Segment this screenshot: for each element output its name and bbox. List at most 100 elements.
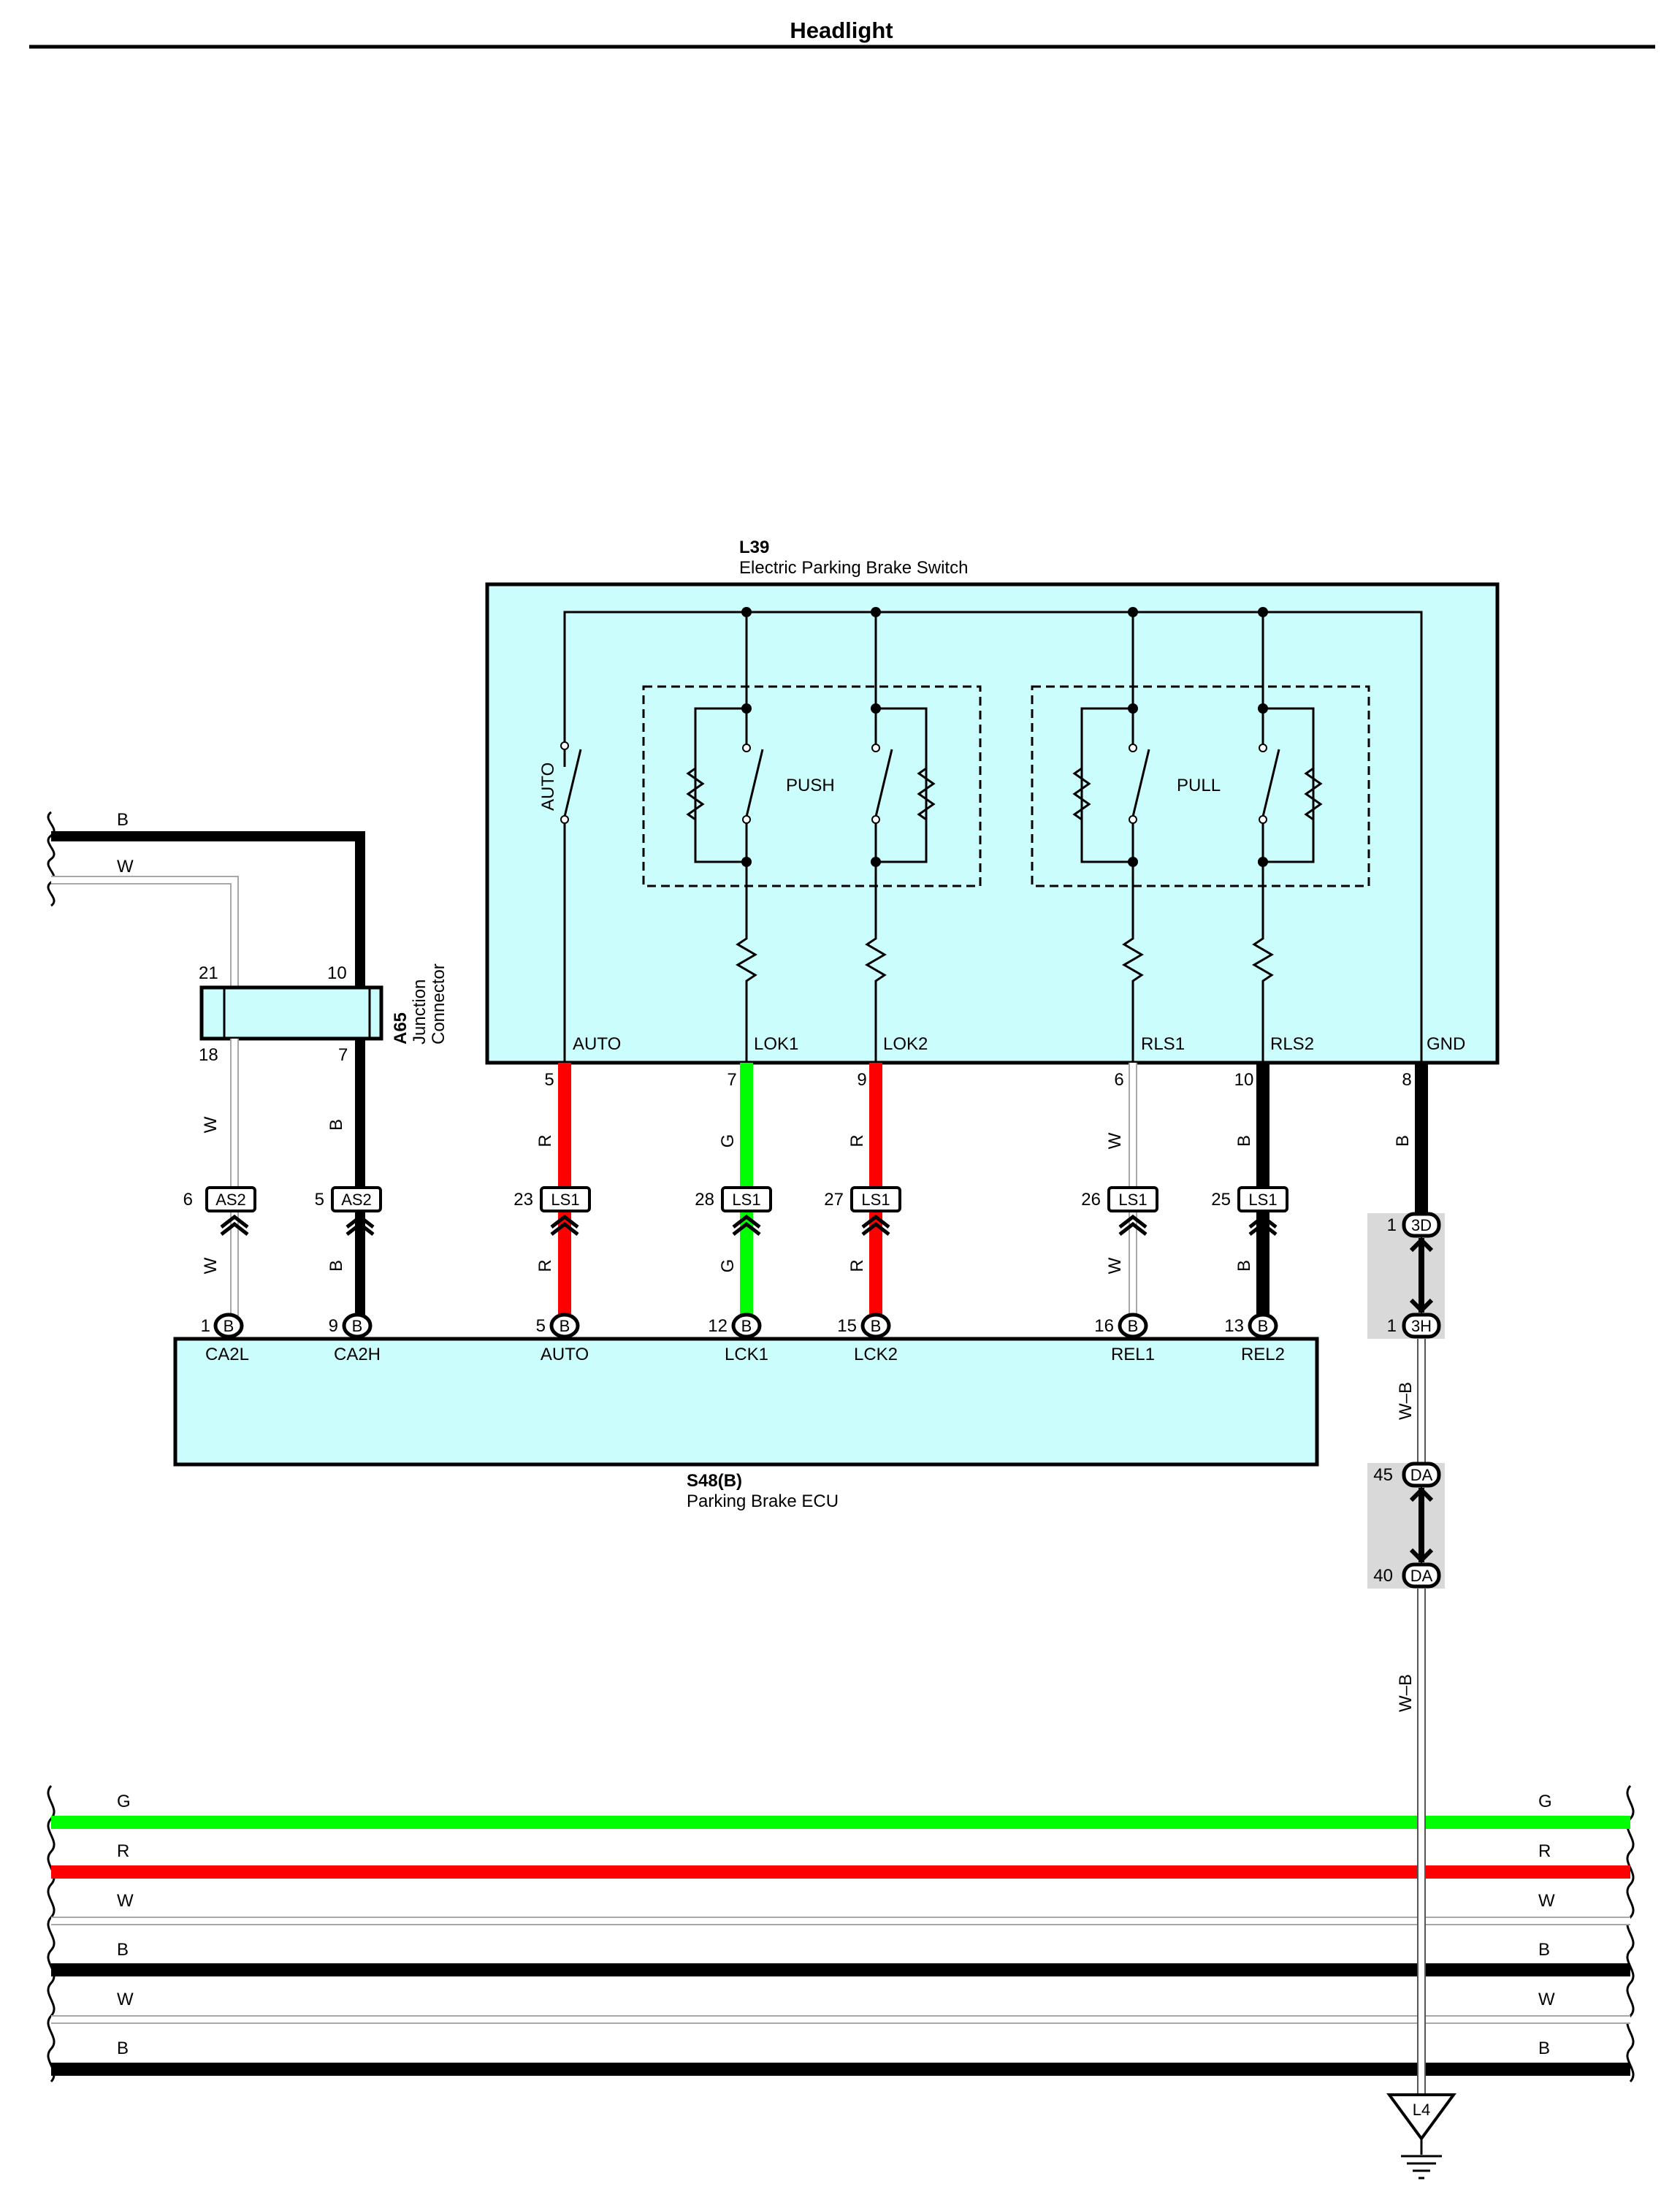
ground-triangle xyxy=(1386,2093,1456,2142)
svg-text:B: B xyxy=(327,1260,346,1272)
svg-text:3H: 3H xyxy=(1411,1317,1432,1335)
svg-text:1: 1 xyxy=(1387,1316,1397,1336)
lok2-switch-circuit xyxy=(865,607,936,1063)
switch-module-box xyxy=(485,582,1500,1065)
svg-text:R: R xyxy=(535,1134,555,1147)
svg-text:B: B xyxy=(1538,1940,1550,1960)
svg-text:16: 16 xyxy=(1094,1316,1114,1336)
svg-text:AS2: AS2 xyxy=(341,1191,372,1209)
ecu-code: S48(B) xyxy=(687,1471,742,1491)
svg-text:REL2: REL2 xyxy=(1241,1345,1285,1364)
connector-ls1-28: LS1 28 xyxy=(695,1186,772,1236)
svg-text:6: 6 xyxy=(183,1190,193,1210)
switch-module-code: L39 xyxy=(739,538,769,557)
svg-text:LS1: LS1 xyxy=(1118,1191,1147,1209)
auto-switch-label: AUTO xyxy=(538,763,558,811)
junction-name-line2: Connector xyxy=(429,963,448,1044)
svg-text:G: G xyxy=(718,1134,738,1148)
svg-text:W: W xyxy=(1105,1257,1125,1274)
svg-text:5: 5 xyxy=(536,1316,546,1336)
parking-brake-ecu: S48(B) Parking Brake ECU B B B B B B B 1… xyxy=(173,1313,1319,1511)
connector-ls1-23: LS1 23 xyxy=(513,1186,591,1236)
svg-text:40: 40 xyxy=(1373,1566,1393,1586)
svg-text:23: 23 xyxy=(513,1190,533,1210)
page-title: Headlight xyxy=(790,18,893,43)
svg-text:3D: 3D xyxy=(1411,1216,1432,1234)
svg-text:27: 27 xyxy=(824,1190,844,1210)
junction-name-line1: Junction xyxy=(410,979,429,1044)
junction-pin-18: 18 xyxy=(199,1045,218,1065)
svg-text:CA2H: CA2H xyxy=(334,1345,381,1364)
connector-as2-5: AS2 5 xyxy=(315,1186,382,1236)
svg-text:LS1: LS1 xyxy=(861,1191,890,1209)
ecu-name: Parking Brake ECU xyxy=(687,1491,839,1511)
svg-text:G: G xyxy=(1538,1792,1552,1811)
svg-text:45: 45 xyxy=(1373,1465,1393,1485)
svg-text:1: 1 xyxy=(1387,1215,1397,1235)
svg-text:R: R xyxy=(535,1259,555,1272)
switch-module: L39 Electric Parking Brake Switch AUTO P… xyxy=(485,538,1500,1065)
junction-connector-box xyxy=(199,985,383,1041)
svg-text:LS1: LS1 xyxy=(551,1191,579,1209)
svg-text:B: B xyxy=(1128,1317,1139,1335)
junction-pin-10: 10 xyxy=(327,963,347,983)
svg-text:6: 6 xyxy=(1114,1070,1123,1090)
switch-module-name: Electric Parking Brake Switch xyxy=(739,558,968,578)
svg-text:B: B xyxy=(871,1317,882,1335)
svg-text:12: 12 xyxy=(708,1316,728,1336)
svg-text:AUTO: AUTO xyxy=(541,1345,589,1364)
left-incoming-wires: B W xyxy=(47,810,365,987)
junction-pin-7: 7 xyxy=(338,1045,348,1065)
svg-text:W: W xyxy=(201,1257,221,1274)
svg-text:LCK1: LCK1 xyxy=(725,1345,768,1364)
svg-text:W: W xyxy=(1538,1990,1555,2009)
svg-text:B: B xyxy=(1234,1135,1254,1147)
wire-color-labels: W B R G R W B B W B R G R W B xyxy=(201,1116,1413,1274)
svg-text:R: R xyxy=(117,1841,129,1861)
svg-text:R: R xyxy=(847,1259,867,1272)
gnd-lower-color: W–B xyxy=(1396,1674,1416,1712)
svg-text:B: B xyxy=(117,2039,129,2058)
connector-ls1-27: LS1 27 xyxy=(824,1186,901,1236)
bus-wires: G R W B W B G R W B W B xyxy=(47,1784,1635,2083)
svg-text:28: 28 xyxy=(695,1190,714,1210)
connector-ls1-25: LS1 25 xyxy=(1211,1186,1288,1236)
svg-text:W: W xyxy=(117,1990,134,2009)
svg-text:26: 26 xyxy=(1081,1190,1101,1210)
rls1-switch-circuit xyxy=(1072,607,1150,1063)
connector-3h: 3H 1 xyxy=(1387,1313,1441,1339)
ground-code: L4 xyxy=(1413,2101,1430,2119)
connector-3d: 3D 1 xyxy=(1387,1212,1441,1238)
svg-text:B: B xyxy=(741,1317,752,1335)
gnd-mid-color: W–B xyxy=(1396,1382,1416,1420)
svg-text:25: 25 xyxy=(1211,1190,1231,1210)
svg-text:5: 5 xyxy=(544,1070,554,1090)
connector-da-45: DA 45 xyxy=(1373,1462,1441,1488)
svg-text:B: B xyxy=(117,1940,129,1960)
svg-text:13: 13 xyxy=(1224,1316,1244,1336)
junction-connector: 21 10 18 7 A65 Junction Connector xyxy=(199,963,448,1065)
bus-break-right xyxy=(1626,1784,1635,2083)
svg-text:LS1: LS1 xyxy=(732,1191,760,1209)
ground-path: 3D 1 3H 1 DA 45 DA 40 W–B W–B L4 xyxy=(1367,1212,1456,2180)
svg-text:B: B xyxy=(352,1317,363,1335)
switch-terminal-lok2: LOK2 xyxy=(883,1034,928,1054)
ecu-terminal-names: CA2L CA2H AUTO LCK1 LCK2 REL1 REL2 xyxy=(205,1345,1285,1364)
push-label: PUSH xyxy=(786,776,835,795)
auto-switch-node xyxy=(560,815,569,824)
switch-terminal-auto: AUTO xyxy=(573,1034,621,1054)
svg-text:LS1: LS1 xyxy=(1248,1191,1277,1209)
wire-b-left xyxy=(51,831,365,987)
left-wire-label-b: B xyxy=(117,810,129,830)
svg-text:B: B xyxy=(1538,2039,1550,2058)
svg-text:1: 1 xyxy=(201,1316,210,1336)
svg-text:G: G xyxy=(117,1792,131,1811)
svg-text:REL1: REL1 xyxy=(1111,1345,1155,1364)
pull-label: PULL xyxy=(1177,776,1221,795)
svg-text:W: W xyxy=(117,1891,134,1911)
lok1-switch-circuit xyxy=(686,607,764,1063)
auto-switch-blade xyxy=(563,749,582,817)
rls2-switch-circuit xyxy=(1252,607,1323,1063)
auto-switch-node xyxy=(560,741,569,750)
